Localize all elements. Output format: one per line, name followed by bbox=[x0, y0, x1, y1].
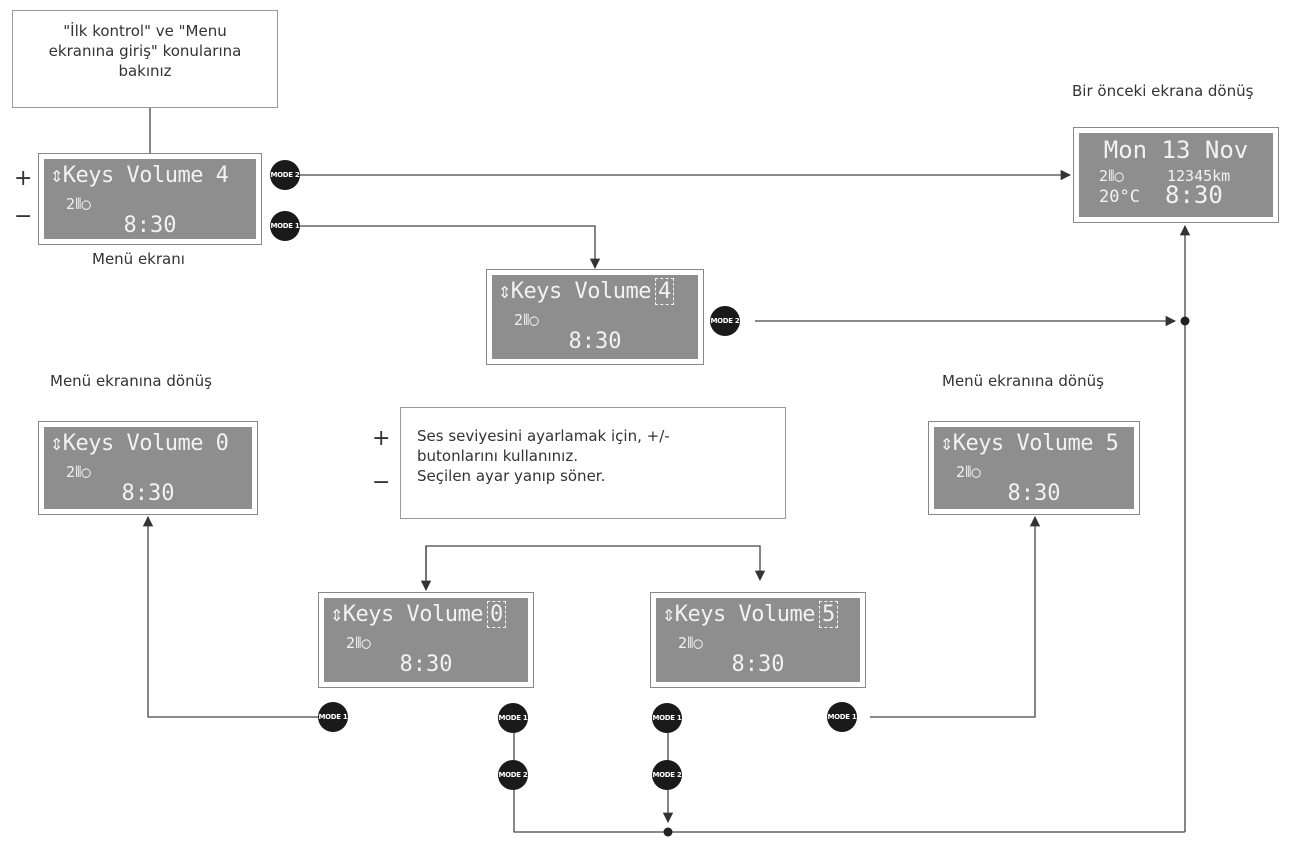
lcd-menu-screen: ⇕Keys Volume 4 2⦀◯ 8:30 bbox=[38, 153, 262, 245]
lcd-previous-screen: Mon 13 Nov 2⦀◯ 12345km 20°C 8:30 bbox=[1073, 127, 1279, 223]
lcd-set0-line2: 2⦀◯ bbox=[346, 634, 371, 652]
mode2-button-set0[interactable]: MODE 2 bbox=[498, 760, 528, 790]
lcd-sel4-text: ⇕Keys Volume bbox=[498, 279, 651, 304]
mode1-button-menu[interactable]: MODE 1 bbox=[270, 211, 300, 241]
junction-dot-right bbox=[1180, 316, 1190, 326]
lcd-return-volume-0: ⇕Keys Volume 0 2⦀◯ 8:30 bbox=[38, 421, 258, 515]
lcd-return-volume-5: ⇕Keys Volume 5 2⦀◯ 8:30 bbox=[928, 421, 1140, 515]
lcd-set0-time: 8:30 bbox=[399, 652, 453, 677]
plus-sign-mid: + bbox=[372, 426, 391, 451]
lcd-set5-value: 5 bbox=[818, 601, 838, 628]
minus-sign-top: − bbox=[14, 204, 33, 229]
lcd-menu-time: 8:30 bbox=[123, 213, 177, 238]
note-initial-check: "İlk kontrol" ve "Menu ekranına giriş" k… bbox=[12, 10, 278, 108]
mode1-button-set0-return[interactable]: MODE 1 bbox=[318, 702, 348, 732]
lcd-ret5-line1: ⇕Keys Volume 5 bbox=[940, 431, 1119, 456]
lcd-menu-line1: ⇕Keys Volume 4 bbox=[50, 163, 229, 188]
label-back-previous: Bir önceki ekrana dönüş bbox=[1072, 82, 1254, 100]
lcd-prev-date: Mon 13 Nov bbox=[1103, 136, 1249, 164]
lcd-prev-line2: 2⦀◯ bbox=[1099, 167, 1124, 185]
note-top-line-1: "İlk kontrol" ve "Menu bbox=[63, 22, 227, 40]
label-back-menu-right: Menü ekranına dönüş bbox=[942, 372, 1104, 390]
lcd-ret5-line2: 2⦀◯ bbox=[956, 463, 981, 481]
lcd-sel4-line2: 2⦀◯ bbox=[514, 311, 539, 329]
note-mid-line-3: Seçilen ayar yanıp söner. bbox=[417, 467, 606, 485]
mode2-button-menu[interactable]: MODE 2 bbox=[270, 160, 300, 190]
mode2-button-selected[interactable]: MODE 2 bbox=[710, 306, 740, 336]
wire-set5-mode1-to-ret5 bbox=[870, 515, 1041, 718]
mode1-button-set0[interactable]: MODE 1 bbox=[498, 703, 528, 733]
minus-sign-mid: − bbox=[372, 470, 391, 495]
mode1-button-set5[interactable]: MODE 1 bbox=[652, 703, 682, 733]
lcd-set5-text: ⇕Keys Volume bbox=[662, 602, 815, 627]
plus-sign-top: + bbox=[14, 166, 33, 191]
lcd-set5-time: 8:30 bbox=[731, 652, 785, 677]
lcd-ret0-line1: ⇕Keys Volume 0 bbox=[50, 431, 229, 456]
lcd-menu-line2: 2⦀◯ bbox=[66, 195, 91, 213]
label-menu-screen: Menü ekranı bbox=[92, 250, 185, 268]
lcd-set0-value: 0 bbox=[486, 601, 506, 628]
lcd-ret5-time: 8:30 bbox=[1007, 481, 1061, 506]
wire-menu-mode1-to-selected bbox=[300, 225, 601, 270]
mode1-button-set5-return[interactable]: MODE 1 bbox=[827, 702, 857, 732]
lcd-prev-temp: 20°C bbox=[1099, 187, 1140, 207]
lcd-prev-odometer: 12345km bbox=[1167, 167, 1231, 185]
lcd-sel4-value: 4 bbox=[654, 278, 674, 305]
lcd-ret0-time: 8:30 bbox=[121, 481, 175, 506]
note-top-line-3: bakınız bbox=[118, 62, 172, 80]
lcd-set5-line2: 2⦀◯ bbox=[678, 634, 703, 652]
lcd-set0-text: ⇕Keys Volume bbox=[330, 602, 483, 627]
wire-split-to-set-screens bbox=[425, 545, 766, 582]
junction-dot-bottom bbox=[663, 827, 673, 837]
label-back-menu-left: Menü ekranına dönüş bbox=[50, 372, 212, 390]
note-volume-adjust: Ses seviyesini ayarlamak için, +/- buton… bbox=[400, 407, 786, 519]
note-mid-line-1: Ses seviyesini ayarlamak için, +/- bbox=[417, 427, 670, 445]
lcd-sel4-time: 8:30 bbox=[568, 329, 622, 354]
lcd-ret0-line2: 2⦀◯ bbox=[66, 463, 91, 481]
mode2-button-set5[interactable]: MODE 2 bbox=[652, 760, 682, 790]
wire-set0-mode1-to-ret0 bbox=[142, 515, 320, 718]
note-top-line-2: ekranına giriş" konularına bbox=[48, 42, 242, 60]
lcd-prev-time: 8:30 bbox=[1165, 181, 1223, 209]
wire-set0-mode2-to-bus bbox=[513, 790, 668, 833]
note-mid-line-2: butonlarını kullanınız. bbox=[417, 447, 578, 465]
